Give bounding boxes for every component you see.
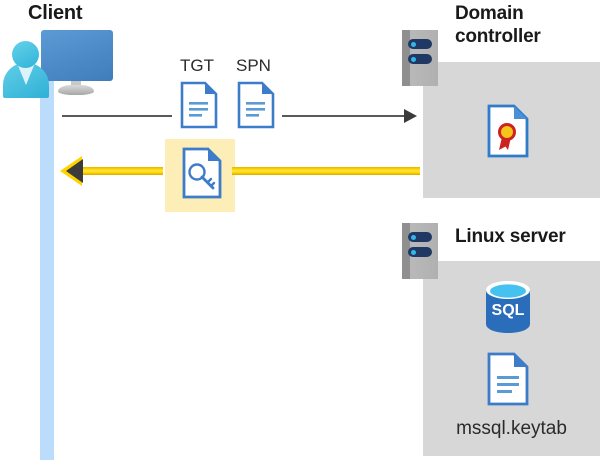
tgt-document-icon: [180, 81, 218, 129]
client-icon: [0, 0, 130, 110]
keytab-document-icon: [487, 352, 529, 406]
rack-bay: [408, 54, 432, 64]
server-rack-icon-domain-controller: [402, 30, 438, 86]
spn-label: SPN: [236, 56, 271, 75]
client-lifeline: [40, 75, 54, 460]
monitor-icon: [41, 30, 113, 81]
spn-document-icon: [237, 81, 275, 129]
request-arrowhead-icon: [404, 109, 417, 123]
key-document-icon: [182, 147, 222, 199]
certificate-document-icon: [487, 104, 529, 158]
svg-text:SQL: SQL: [492, 302, 525, 319]
reply-arrow-segment-right: [232, 167, 420, 175]
rack-led-icon: [410, 41, 416, 47]
rack-led-icon: [410, 249, 416, 255]
server-rack-icon-linux-server: [402, 223, 438, 279]
rack-led-icon: [410, 234, 416, 240]
request-arrow-segment-right: [282, 115, 406, 117]
person-head-icon: [12, 41, 39, 68]
rack-bay: [408, 232, 432, 242]
reply-arrowhead-icon: [66, 159, 83, 183]
client-title: Client: [28, 2, 83, 24]
rack-bay: [408, 39, 432, 49]
keytab-filename-label: mssql.keytab: [456, 418, 567, 439]
rack-led-icon: [410, 56, 416, 62]
tgt-label: TGT: [180, 56, 214, 75]
sql-database-icon: SQL: [482, 279, 534, 340]
linux-server-title: Linux server: [455, 226, 566, 247]
rack-bay: [408, 247, 432, 257]
monitor-stand-base: [58, 85, 94, 95]
person-collar: [17, 63, 35, 85]
domain-controller-title: Domain controller: [455, 3, 541, 47]
request-arrow-segment-left: [62, 115, 172, 117]
reply-arrow-segment-left: [78, 167, 163, 175]
